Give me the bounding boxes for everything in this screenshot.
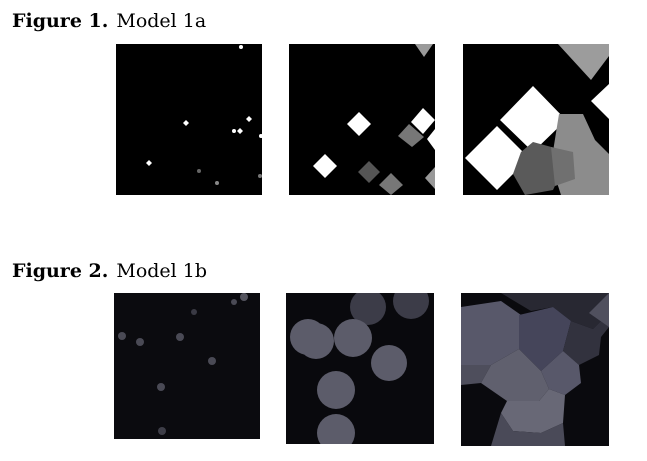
figure-1-panel-1 [116,44,262,195]
figure-1-caption: Figure 1. Model 1a [12,10,206,32]
figure-2-title: Model 1b [116,260,208,282]
figure-1-panel-3 [463,44,609,195]
figure-2-panel-2 [286,293,434,444]
figure-1-panel-2 [289,44,435,195]
figure-2-panel-3 [461,293,609,446]
figure-2-caption: Figure 2. Model 1b [12,260,207,282]
figure-1-title: Model 1a [116,10,207,32]
figure-2-panel-1 [114,293,260,439]
figure-2-label: Figure 2. [12,260,109,282]
figure-1-label: Figure 1. [12,10,109,32]
